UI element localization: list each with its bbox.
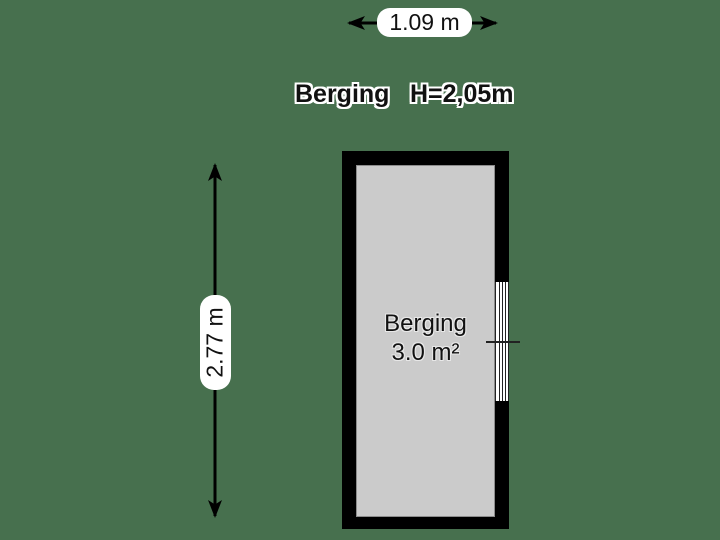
width-dimension-label-pill: 1.09 m (377, 8, 472, 37)
room-area-label: 3.0 m² (391, 339, 460, 366)
plan-title-ceiling-height: H=2,05m (410, 80, 514, 108)
arrowhead-up-icon (208, 163, 222, 181)
arrowhead-left-icon (347, 16, 365, 30)
room-name-label: Berging (384, 310, 467, 337)
height-dimension-value: 2.77 m (202, 307, 229, 378)
height-dimension-label-pill: 2.77 m (200, 295, 231, 390)
arrowhead-down-icon (208, 500, 222, 518)
width-dimension-value: 1.09 m (389, 9, 460, 35)
room-label: Berging 3.0 m² (356, 309, 495, 367)
arrowhead-right-icon (480, 16, 498, 30)
plan-title-room-name: Berging (295, 80, 390, 108)
window-center-tick (486, 341, 520, 343)
